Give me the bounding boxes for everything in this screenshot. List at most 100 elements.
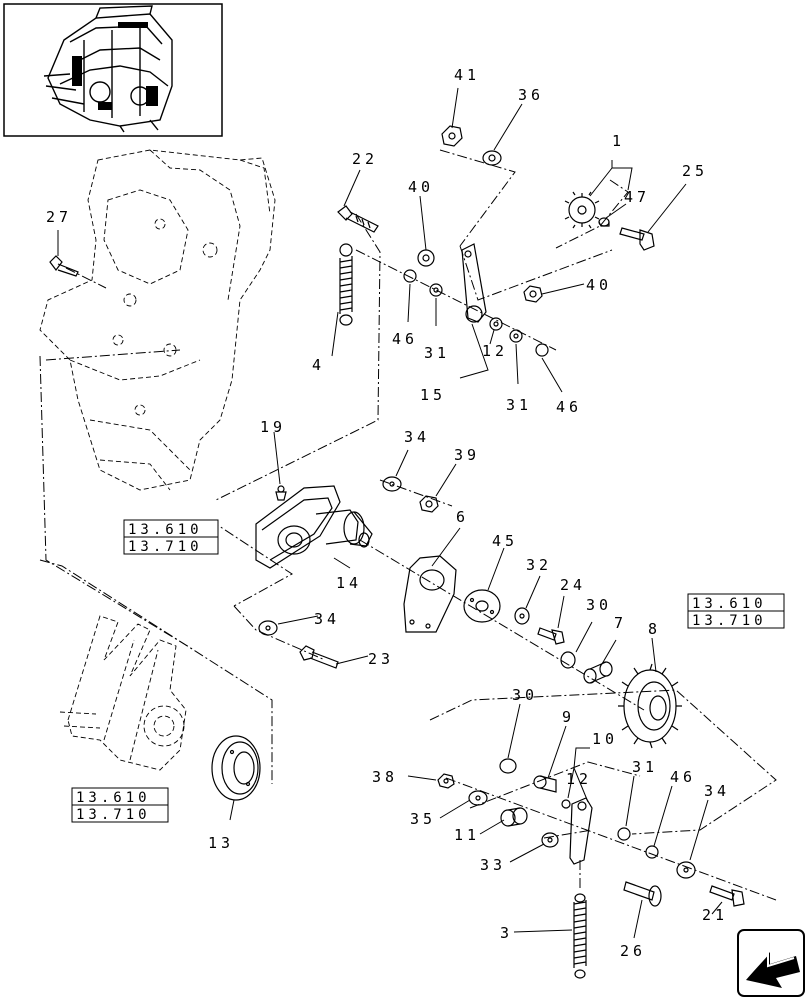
callout-19: 19 (260, 418, 286, 436)
bracket-plate-6 (403, 555, 457, 633)
ref-bottom: 13.710 (76, 807, 151, 823)
leader-lines (57, 87, 723, 939)
ref-top: 13.610 (128, 522, 203, 538)
ref-bottom: 13.710 (128, 539, 203, 555)
washer-35 (468, 790, 488, 806)
callout-27: 27 (46, 208, 72, 226)
bushing-47 (598, 217, 610, 227)
washer-33 (541, 832, 559, 848)
grease-fitting-19 (275, 485, 287, 501)
retaining-ring-46-lower (645, 845, 659, 859)
callout-12: 12 (566, 770, 592, 788)
washer-31-right (509, 329, 523, 343)
frame-housing-ghost (39, 149, 276, 491)
spring-4 (339, 243, 353, 326)
washer-32 (514, 607, 530, 625)
callout-15: 15 (420, 386, 446, 404)
pin-9 (533, 775, 557, 793)
callout-35: 35 (410, 810, 436, 828)
callout-36: 36 (518, 86, 544, 104)
hex-nut-41 (441, 125, 463, 147)
washer-30-lower (499, 758, 517, 774)
assembly-centerlines (39, 149, 777, 901)
washer-36 (482, 150, 502, 166)
lock-nut-39 (419, 495, 439, 513)
washer-31-upper (429, 283, 443, 297)
bolt-24 (537, 627, 565, 645)
callout-8: 8 (648, 620, 661, 638)
sprocket-1 (564, 191, 600, 229)
retaining-ring-46-right (535, 343, 549, 357)
callout-7: 7 (614, 614, 627, 632)
flange-disc-45 (463, 589, 501, 623)
bolt-25 (619, 227, 655, 251)
drive-assembly-ghost (59, 615, 187, 771)
callout-9: 9 (562, 708, 575, 726)
callout-6: 6 (456, 508, 469, 526)
washer-34-lower (258, 620, 278, 636)
callout-46: 46 (670, 768, 696, 786)
callout-34: 34 (404, 428, 430, 446)
locator-thumbnail (3, 3, 223, 137)
cross-reference-box-left[interactable]: 13.610 13.710 (123, 519, 219, 555)
callout-47: 47 (624, 188, 650, 206)
callout-40: 40 (408, 178, 434, 196)
pivot-arm-10 (569, 797, 593, 865)
cross-reference-box-bottom-left[interactable]: 13.610 13.710 (71, 787, 169, 823)
callout-22: 22 (352, 150, 378, 168)
ref-top: 13.610 (692, 596, 767, 612)
callout-34: 34 (314, 610, 340, 628)
arm-15 (461, 243, 487, 323)
callout-11: 11 (454, 826, 480, 844)
callout-40: 40 (586, 276, 612, 294)
callout-10: 10 (592, 730, 618, 748)
callout-13: 13 (208, 834, 234, 852)
ref-bottom: 13.710 (692, 613, 767, 629)
bolt-23 (299, 645, 339, 669)
callout-14: 14 (336, 574, 362, 592)
spring-3 (573, 893, 587, 979)
cross-reference-box-right[interactable]: 13.610 13.710 (687, 593, 785, 629)
washer-30-mid (560, 651, 576, 669)
lock-nut-40-right (523, 285, 543, 303)
spacer-7 (583, 661, 613, 684)
bolt-22 (337, 205, 379, 233)
spacer-11 (500, 807, 528, 827)
callout-45: 45 (492, 532, 518, 550)
bolt-21 (709, 885, 745, 907)
callout-30: 30 (512, 686, 538, 704)
callout-26: 26 (620, 942, 646, 960)
callout-25: 25 (682, 162, 708, 180)
callout-33: 33 (480, 856, 506, 874)
callout-31: 31 (506, 396, 532, 414)
bushing-12-lower (561, 799, 571, 809)
callout-46: 46 (392, 330, 418, 348)
callout-30: 30 (586, 596, 612, 614)
callout-38: 38 (372, 768, 398, 786)
retaining-ring-46-upper (403, 269, 417, 283)
bearing-housing-14 (255, 485, 373, 569)
sprocket-8 (618, 663, 682, 749)
bushing-12-upper (489, 317, 503, 331)
washer-34-upper (382, 476, 402, 492)
pulley-13 (211, 735, 261, 801)
callout-32: 32 (526, 556, 552, 574)
callout-4: 4 (312, 356, 325, 374)
bolt-27 (49, 255, 79, 277)
next-page-arrow-icon (746, 951, 800, 988)
callout-21: 21 (702, 906, 728, 924)
callout-34: 34 (704, 782, 730, 800)
lock-nut-40 (417, 249, 435, 267)
callout-39: 39 (454, 446, 480, 464)
nut-38 (437, 773, 455, 789)
ref-top: 13.610 (76, 790, 151, 806)
callout-31: 31 (632, 758, 658, 776)
bolt-26 (623, 881, 662, 907)
next-page-button[interactable] (737, 929, 805, 997)
callout-12: 12 (482, 342, 508, 360)
washer-31-lower (617, 827, 631, 841)
washer-34-right (676, 861, 696, 879)
callout-46: 46 (556, 398, 582, 416)
callout-3: 3 (500, 924, 513, 942)
